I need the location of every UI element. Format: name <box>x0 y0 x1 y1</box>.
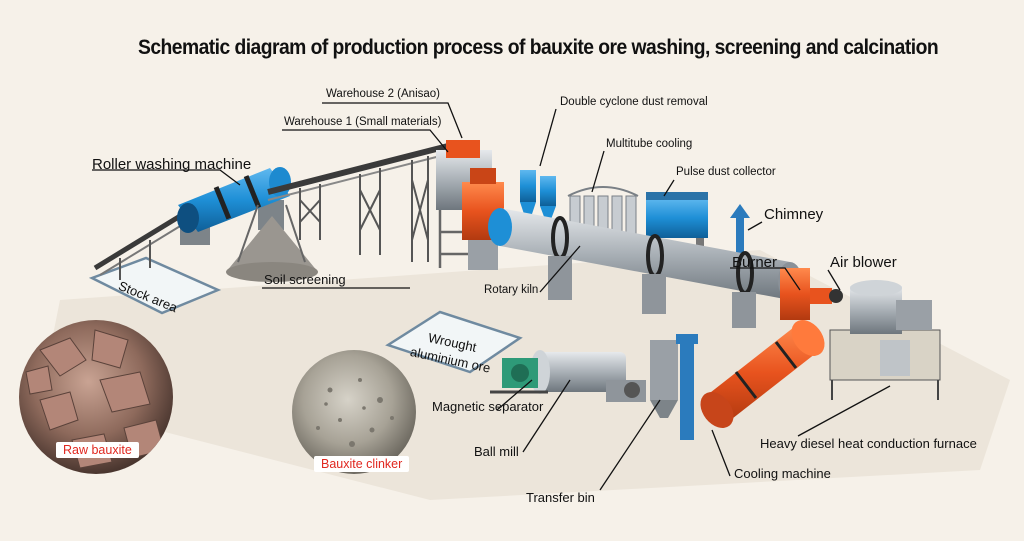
label-chimney: Chimney <box>764 206 824 223</box>
stock-area-pad <box>88 256 222 315</box>
burner-housing <box>780 268 843 320</box>
label-transfer-bin: Transfer bin <box>526 490 595 505</box>
label-rotary-kiln: Rotary kiln <box>484 284 539 296</box>
label-multitube-cooling: Multitube cooling <box>606 138 693 150</box>
soil-screening <box>226 204 318 282</box>
double-cyclone <box>520 170 556 222</box>
caption-bauxite-clinker: Bauxite clinker <box>314 456 410 472</box>
label-soil-screening: Soil screening <box>264 272 346 287</box>
label-burner: Burner <box>732 254 778 271</box>
label-magnetic-separator: Magnetic separator <box>432 399 544 414</box>
roller-washing-machine <box>177 167 291 245</box>
transfer-bin <box>650 334 698 440</box>
chimney <box>730 204 750 256</box>
label-roller-washing-machine: Roller washing machine <box>92 156 252 173</box>
heat-conduction-furnace <box>829 280 941 400</box>
label-pulse-dust-collector: Pulse dust collector <box>676 166 776 178</box>
raw-bauxite-photo <box>19 320 173 474</box>
label-ball-mill: Ball mill <box>474 444 519 459</box>
rotary-kiln <box>488 208 802 328</box>
label-warehouse-2: Warehouse 2 (Anisao) <box>326 88 440 100</box>
leader-lines <box>92 102 891 491</box>
diagram-title: Schematic diagram of production process … <box>138 36 939 59</box>
label-double-cyclone: Double cyclone dust removal <box>560 96 708 108</box>
magnetic-separator <box>490 358 548 394</box>
label-cooling-machine: Cooling machine <box>734 466 831 481</box>
bauxite-clinker-photo <box>292 350 416 474</box>
cooling-machine <box>700 320 825 428</box>
label-heavy-diesel-furnace: Heavy diesel heat conduction furnace <box>760 436 977 451</box>
multitube-cooling <box>567 186 639 237</box>
wrought-ore-pad <box>385 310 523 374</box>
label-air-blower: Air blower <box>830 254 897 271</box>
incline-conveyor <box>267 143 449 262</box>
caption-raw-bauxite: Raw bauxite <box>56 442 139 458</box>
label-warehouse-1: Warehouse 1 (Small materials) <box>284 116 442 128</box>
